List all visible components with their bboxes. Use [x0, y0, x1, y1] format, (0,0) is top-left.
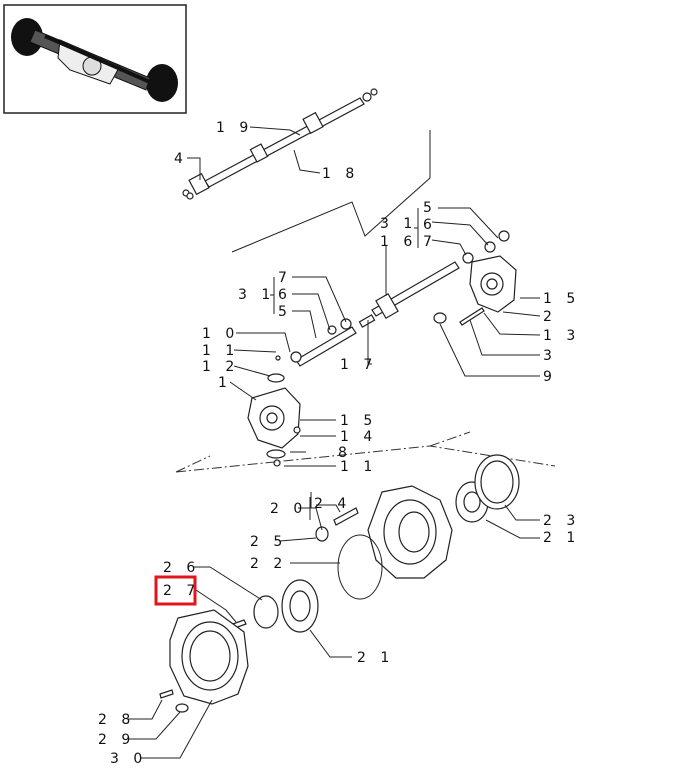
label-1: 1	[218, 375, 232, 391]
label-5-left: 5	[278, 304, 292, 320]
right-steering-knuckle	[433, 255, 517, 326]
part-labels: 1 9 1 8 4 5 3 1 6 1 6 7 1 5 2 1 3 3 9 3 …	[98, 120, 580, 767]
label-16: 1 6	[380, 234, 417, 250]
label-23: 2 3	[543, 513, 580, 529]
label-12: 1 2	[202, 359, 239, 375]
middle-drive-shaft	[290, 230, 510, 367]
label-7: 7	[423, 234, 437, 250]
lower-hub-assembly	[159, 579, 319, 713]
detail-arrow	[231, 130, 431, 253]
label-brackets	[270, 208, 419, 508]
label-11: 1 1	[202, 343, 239, 359]
leader-lines	[128, 126, 541, 759]
label-10: 1 0	[202, 326, 239, 342]
label-20: 2 0	[270, 501, 307, 517]
label-19: 1 9	[216, 120, 253, 136]
label-15-left: 1 5	[340, 413, 377, 429]
label-30: 3 0	[110, 751, 147, 767]
label-18: 1 8	[322, 166, 359, 182]
label-22: 2 2	[250, 556, 287, 572]
label-24: 2 4	[314, 496, 351, 512]
label-21: 2 1	[543, 530, 580, 546]
highlight-box	[154, 575, 197, 606]
label-21-lower: 2 1	[357, 650, 394, 666]
label-15: 1 5	[543, 291, 580, 307]
hub-detail-frame	[175, 431, 556, 473]
label-25: 2 5	[250, 534, 287, 550]
label-2: 2	[543, 309, 557, 325]
label-6-left: 6	[278, 287, 292, 303]
label-29: 2 9	[98, 732, 135, 748]
label-4: 4	[174, 151, 188, 167]
label-11-lower: 1 1	[340, 459, 377, 475]
label-31-left: 3 1	[238, 287, 275, 303]
label-13: 1 3	[543, 328, 580, 344]
label-31: 3 1	[380, 216, 417, 232]
label-27[interactable]: 2 7	[163, 583, 200, 599]
wheel-hub-assembly	[315, 454, 520, 600]
label-8: 8	[338, 445, 352, 461]
label-28: 2 8	[98, 712, 135, 728]
label-5: 5	[423, 200, 437, 216]
left-steering-knuckle	[247, 355, 301, 467]
label-14: 1 4	[340, 429, 377, 445]
label-7-left: 7	[278, 270, 292, 286]
label-3: 3	[543, 348, 557, 364]
label-17: 1 7	[340, 357, 377, 373]
label-9: 9	[543, 369, 557, 385]
axle-thumbnail[interactable]	[3, 4, 187, 114]
upper-drive-shaft	[182, 88, 378, 200]
label-6: 6	[423, 217, 437, 233]
label-26: 2 6	[163, 560, 200, 576]
